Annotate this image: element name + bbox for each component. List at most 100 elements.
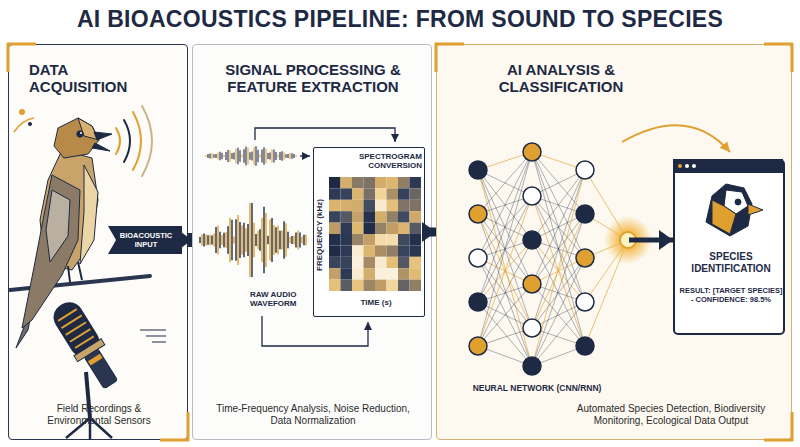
spectrogram-cell [329, 257, 341, 268]
network-link [478, 152, 532, 302]
spectrogram-cell [398, 245, 410, 256]
neuron [469, 337, 487, 355]
panel-caption: Automated Species Detection, Biodiversit… [555, 403, 787, 426]
network-link [478, 258, 532, 284]
waveform-bar [297, 231, 298, 250]
spectrogram-cell [341, 234, 353, 245]
spectrogram-cell [329, 188, 341, 199]
spectrogram-cell [364, 177, 376, 188]
network-link [478, 170, 532, 284]
network-link [532, 152, 585, 170]
microphone-illustration-part [86, 372, 90, 418]
waveform-bar [227, 150, 228, 162]
spectrogram-cell [410, 234, 422, 245]
waveform-bar [213, 154, 214, 157]
stage-panel: SIGNAL PROCESSING & FEATURE EXTRACTIONTi… [192, 44, 432, 440]
waveform-bar [279, 152, 280, 160]
waveform-bar [241, 155, 242, 158]
waveform-bar [261, 218, 262, 262]
network-link [532, 240, 585, 302]
spectrogram-cell [329, 211, 341, 222]
waveform-bar [291, 236, 292, 244]
spectrogram-cell [329, 280, 341, 291]
waveform-bar [269, 220, 270, 261]
waveform-bar [227, 226, 228, 254]
network-link [532, 196, 585, 258]
waveform-bar [247, 148, 248, 165]
waveform-bar [265, 149, 266, 163]
waveform-bar [247, 224, 248, 256]
waveform-bar [221, 153, 222, 160]
spectrogram-cell [329, 177, 341, 188]
sound-waves-part [142, 106, 152, 176]
spectrogram-cell [341, 188, 353, 199]
corner-accents-part [764, 412, 792, 440]
spectrogram-cell [398, 223, 410, 234]
waveform-bar [267, 236, 268, 245]
network-link [532, 196, 585, 302]
waveform-bar [229, 150, 230, 162]
neuron [469, 249, 487, 267]
waveform-bar [263, 147, 264, 165]
waveform-bar [211, 235, 212, 244]
network-link [532, 152, 585, 302]
network-link [585, 240, 628, 258]
spectrogram-cell [341, 200, 353, 211]
spectrogram-cell [398, 234, 410, 245]
waveform-bar [249, 152, 250, 159]
spectrogram-cell [329, 268, 341, 279]
spectrogram-cell [410, 257, 422, 268]
stage-panel: AI ANALYSIS & CLASSIFICATIONAutomated Sp… [436, 44, 792, 440]
network-link [532, 284, 585, 346]
corner-accents-part [436, 44, 464, 72]
spectrogram-cells [329, 177, 421, 291]
waveform-bar [267, 153, 268, 159]
neuron [576, 249, 594, 267]
waveform-bar [289, 237, 290, 243]
network-link [478, 284, 532, 346]
waveform-bar [289, 153, 290, 159]
waveform-bar [293, 235, 294, 244]
spectrogram-cell [410, 245, 422, 256]
spectrogram-cell [364, 268, 376, 279]
microphone-illustration-part-part [74, 339, 105, 362]
output-neuron [620, 232, 636, 248]
network-link [532, 328, 585, 346]
waveform-bar [305, 235, 306, 245]
network-link [532, 258, 585, 328]
network-link [478, 346, 532, 366]
neuron [576, 161, 594, 179]
neuron [523, 319, 541, 337]
waveform-bar [237, 148, 238, 165]
waveform-bar [263, 207, 264, 274]
network-link [532, 170, 585, 284]
waveform-bar [223, 155, 224, 157]
spectrogram-cell [410, 200, 422, 211]
waveform-bar [271, 150, 272, 163]
signal-flow-lines [255, 128, 395, 346]
feedback-arrow [622, 125, 730, 152]
corner-accents-part [160, 412, 188, 440]
network-link [532, 170, 585, 328]
result-window-chrome-part [678, 164, 682, 168]
spectrogram-cell [352, 177, 364, 188]
waveform-bar [229, 218, 230, 262]
waveform-bar [245, 146, 246, 165]
waveform-bar [261, 149, 262, 162]
decor-dots-part [14, 118, 34, 132]
spectrogram-cell [398, 211, 410, 222]
waveform-bar [287, 154, 288, 158]
waveform-bar [201, 235, 202, 246]
spectrogram-cell [329, 223, 341, 234]
spectrogram-cell [352, 234, 364, 245]
species-icon-part [748, 204, 763, 215]
spectrogram-cell [341, 280, 353, 291]
spectrogram-cell [364, 280, 376, 291]
result-window-chrome-part [692, 164, 696, 168]
network-link [532, 196, 585, 346]
spectrogram-cell [387, 211, 399, 222]
network-link [478, 284, 532, 302]
spectrogram-box: SPECTROGRAM CONVERSIONFREQUENCY (kHz)TIM… [313, 147, 425, 317]
waveform-small [206, 146, 296, 165]
